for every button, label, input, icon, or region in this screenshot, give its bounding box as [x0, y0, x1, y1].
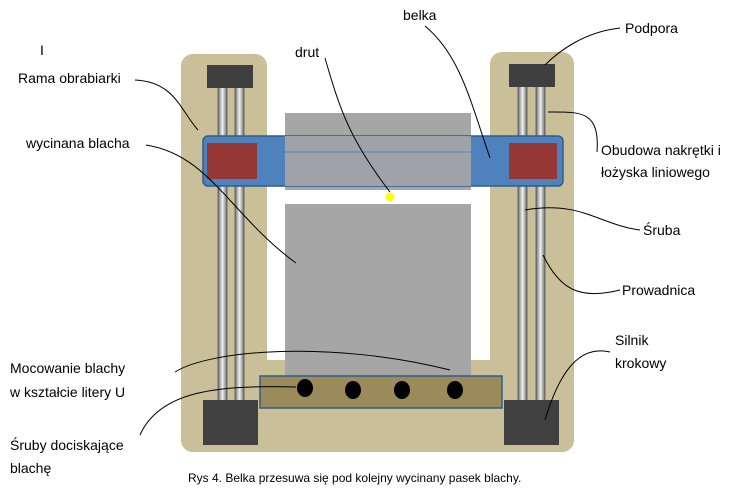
label-belka: belka	[403, 7, 437, 23]
label-silnik-1: Silnik	[615, 332, 649, 348]
right-stepper-motor	[504, 400, 559, 445]
right-guide-rod	[535, 85, 546, 403]
label-sruba: Śruba	[643, 221, 681, 238]
right-screw-rod	[517, 85, 528, 403]
cut-slit	[285, 190, 391, 204]
leader-podpora	[544, 27, 621, 66]
label-drut: drut	[295, 44, 319, 60]
sheet-right-part	[471, 190, 490, 360]
figure-caption: Rys 4. Belka przesuwa się pod kolejny wy…	[188, 471, 521, 485]
labels: I Rama obrabiarki wycinana blacha drut b…	[9, 7, 721, 485]
label-silnik-2: krokowy	[615, 355, 666, 371]
left-stepper-motor	[203, 400, 258, 445]
leader-silnik	[544, 350, 611, 421]
left-nut-housing	[207, 143, 257, 179]
label-wycinana: wycinana blacha	[25, 135, 130, 151]
bolt	[447, 381, 463, 399]
leader-rama	[134, 79, 199, 131]
leader-drut	[324, 57, 391, 193]
leader-belka	[424, 25, 491, 159]
leader-sruba	[524, 207, 641, 231]
leader-sruby	[139, 386, 297, 436]
label-sruby-2: blachę	[10, 460, 51, 476]
left-support	[207, 65, 253, 88]
sheet-main-body	[285, 204, 471, 376]
label-obudowa-1: Obudowa nakrętki i	[601, 142, 721, 158]
leader-prowadnica	[542, 254, 621, 295]
bolt	[345, 381, 361, 399]
label-obudowa-2: łożyska liniowego	[601, 164, 710, 180]
label-sruby-1: Śruby dociskające	[10, 436, 124, 453]
label-rama: Rama obrabiarki	[18, 70, 121, 86]
wire-point	[385, 192, 395, 202]
leader-lines	[134, 25, 641, 436]
clamp-bar	[259, 375, 503, 409]
right-support	[509, 64, 555, 87]
leader-wycinana	[145, 144, 297, 264]
label-podpora: Podpora	[625, 20, 678, 36]
leader-obudowa	[547, 111, 598, 153]
label-mocowanie-2: w kształcie litery U	[9, 384, 125, 400]
left-guide-rod	[217, 85, 228, 403]
bolt	[394, 381, 410, 399]
cursor-mark: I	[40, 42, 44, 58]
u-clamp	[259, 375, 503, 409]
label-prowadnica: Prowadnica	[622, 282, 695, 298]
beam-assembly	[202, 135, 564, 187]
leader-mocowanie	[174, 350, 451, 373]
label-mocowanie-1: Mocowanie blachy	[10, 360, 125, 376]
right-nut-housing	[509, 143, 557, 179]
beam-sheet-overlay	[285, 136, 471, 186]
bolt	[297, 379, 313, 397]
